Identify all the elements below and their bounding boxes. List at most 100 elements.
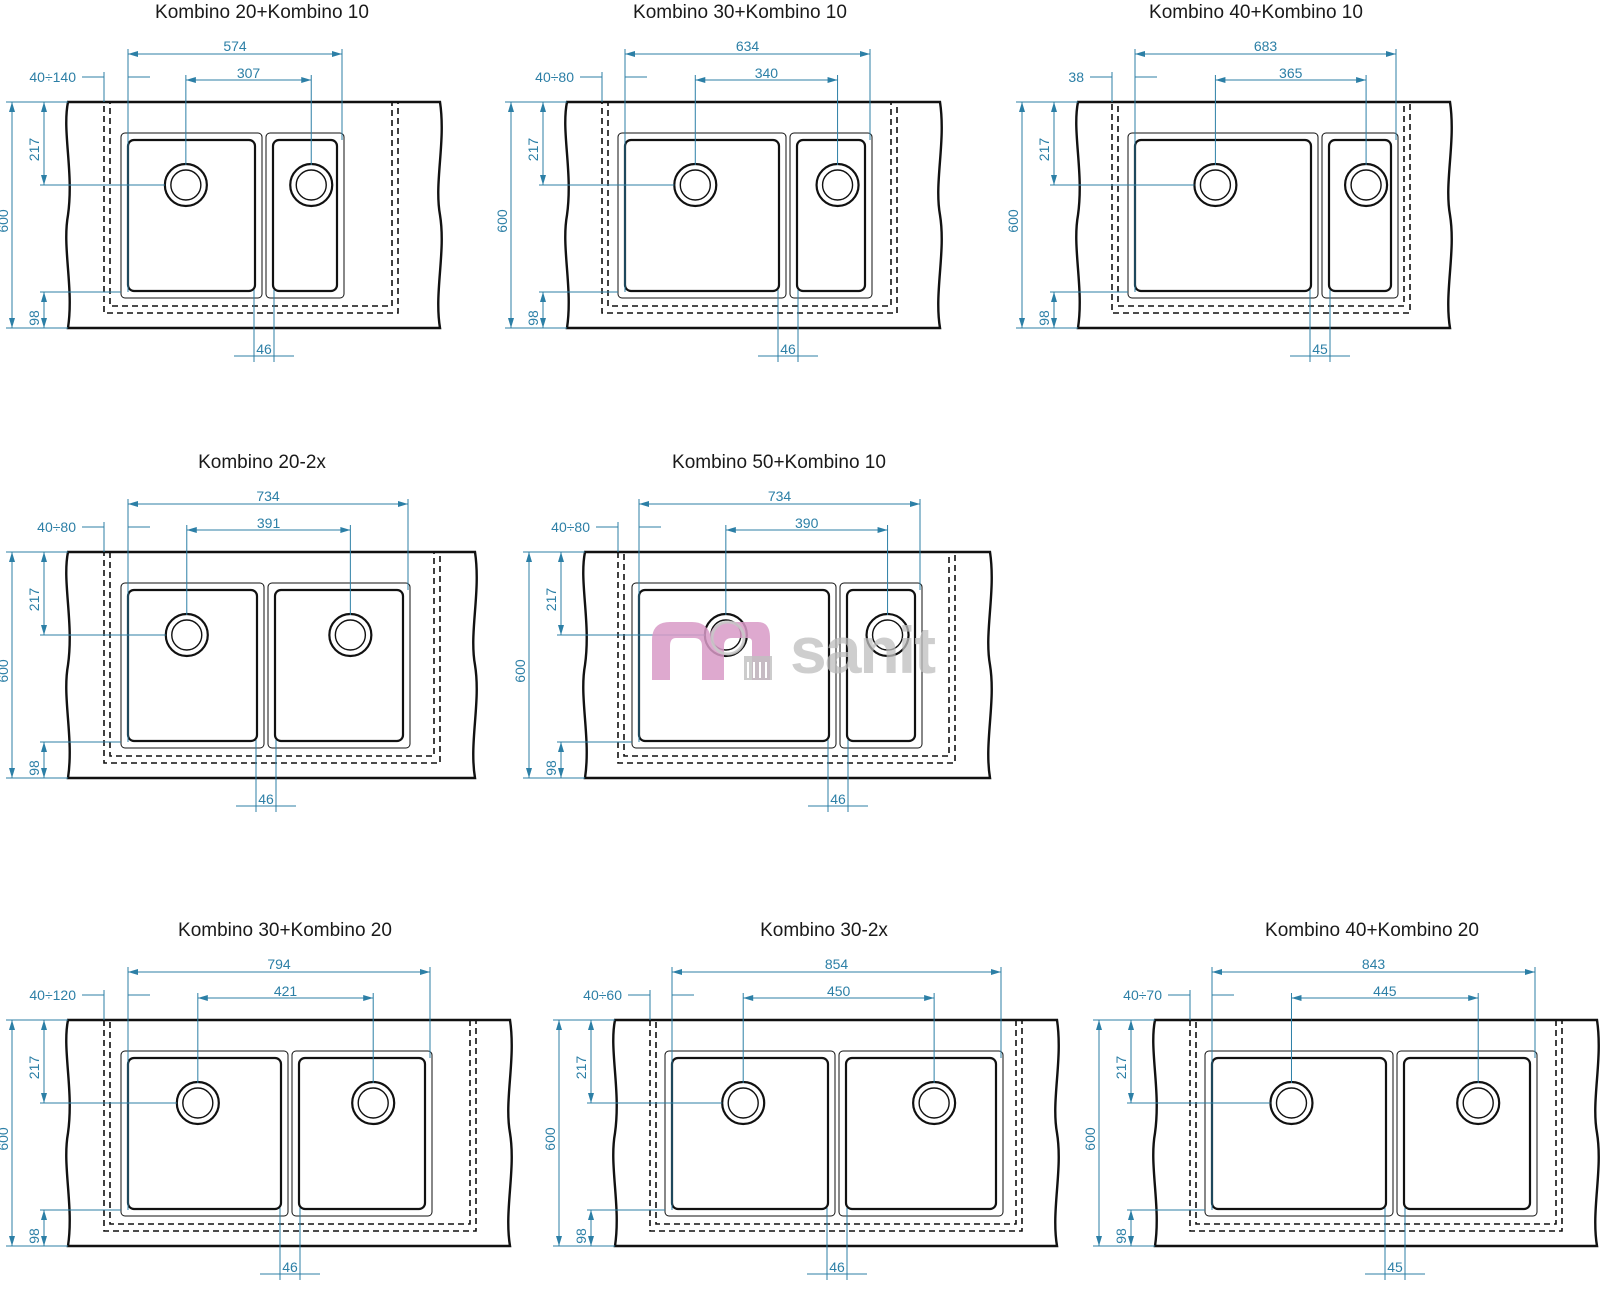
cutout-inner-dashed xyxy=(623,551,950,757)
dim-total-width: 683 xyxy=(1254,38,1278,54)
dim-bowl-gap: 45 xyxy=(1387,1259,1403,1275)
cutout-inner-dashed xyxy=(607,101,892,307)
bowl-1-rim xyxy=(120,132,263,299)
dim-back: 98 xyxy=(1036,310,1052,326)
dim-drain-centers: 307 xyxy=(237,65,261,81)
bowl-2-basin xyxy=(1402,1056,1532,1211)
bowl-2-rim xyxy=(839,582,923,749)
diagram-title: Kombino 20-2x xyxy=(198,452,326,473)
dim-drain-centers: 450 xyxy=(827,983,851,999)
watermark-text: sanit xyxy=(790,613,936,687)
sink-diagram-5: Kombino 50+Kombino 1073439040÷8060021798… xyxy=(512,452,993,812)
bowl-1-rim xyxy=(617,132,787,299)
countertop-outline xyxy=(1075,100,1453,330)
dim-total-width: 854 xyxy=(825,956,849,972)
countertop-outline xyxy=(582,550,993,780)
diagram-title: Kombino 30+Kombino 10 xyxy=(633,2,847,23)
bowl-1-rim xyxy=(664,1050,836,1217)
dim-back: 98 xyxy=(543,760,559,776)
bowl-2-basin xyxy=(273,588,405,743)
dim-back: 98 xyxy=(573,1228,589,1244)
dim-front-to-drain: 217 xyxy=(26,588,42,612)
dim-edge-offset: 40÷140 xyxy=(29,69,76,85)
dim-edge-offset: 40÷60 xyxy=(583,987,622,1003)
cutout-inner-dashed xyxy=(1117,101,1405,307)
diagram-title: Kombino 30-2x xyxy=(760,920,888,941)
dim-front-to-drain: 217 xyxy=(1036,138,1052,162)
diagram-title: Kombino 40+Kombino 10 xyxy=(1149,2,1363,23)
dim-edge-offset: 40÷80 xyxy=(535,69,574,85)
bowl-2-rim xyxy=(291,1050,433,1217)
bowl-2-basin xyxy=(271,138,339,293)
dim-total-width: 634 xyxy=(736,38,760,54)
sink-diagram-7: Kombino 30-2x 854 450 40÷60 600 217 98 46 xyxy=(542,920,1060,1280)
dim-total-width: 734 xyxy=(256,488,280,504)
dim-back: 98 xyxy=(26,1228,42,1244)
dim-drain-centers: 421 xyxy=(274,983,298,999)
dim-drain-centers: 365 xyxy=(1279,65,1303,81)
dim-depth: 600 xyxy=(512,659,528,683)
cutout-outer-dashed xyxy=(103,101,399,314)
dim-front-to-drain: 217 xyxy=(573,1056,589,1080)
dim-depth: 600 xyxy=(542,1127,558,1151)
dim-edge-offset: 38 xyxy=(1068,69,1084,85)
bowl-2-rim xyxy=(1321,132,1399,299)
dim-drain-centers: 390 xyxy=(795,515,819,531)
dim-depth: 600 xyxy=(1082,1127,1098,1151)
dim-back: 98 xyxy=(26,310,42,326)
bowl-2-basin xyxy=(795,138,867,293)
dim-drain-centers: 391 xyxy=(257,515,281,531)
dim-front-to-drain: 217 xyxy=(26,138,42,162)
cutout-outer-dashed xyxy=(1111,101,1411,314)
countertop-outline xyxy=(1152,1018,1600,1248)
dim-depth: 600 xyxy=(0,659,11,683)
dim-bowl-gap: 46 xyxy=(256,341,272,357)
dim-bowl-gap: 46 xyxy=(830,791,846,807)
dim-front-to-drain: 217 xyxy=(26,1056,42,1080)
countertop-outline xyxy=(612,1018,1060,1248)
sink-diagram-4: Kombino 20-2x 734 391 40÷80 600 217 98 46 xyxy=(0,452,478,812)
bowl-1-rim xyxy=(631,582,837,749)
dim-front-to-drain: 217 xyxy=(525,138,541,162)
cutout-outer-dashed xyxy=(601,101,898,314)
bowl-2-basin xyxy=(1327,138,1393,293)
cutout-inner-dashed xyxy=(109,1019,471,1225)
dim-front-to-drain: 217 xyxy=(1113,1056,1129,1080)
dim-depth: 600 xyxy=(494,209,510,233)
dim-bowl-gap: 45 xyxy=(1312,341,1328,357)
diagram-title: Kombino 50+Kombino 10 xyxy=(672,452,886,473)
bowl-2-basin xyxy=(844,1056,998,1211)
diagram-title: Kombino 30+Kombino 20 xyxy=(178,920,392,941)
bowl-2-rim xyxy=(265,132,345,299)
bowl-2-rim xyxy=(1396,1050,1538,1217)
dim-bowl-gap: 46 xyxy=(829,1259,845,1275)
dim-total-width: 734 xyxy=(768,488,792,504)
dim-bowl-gap: 46 xyxy=(780,341,796,357)
bowl-1-rim xyxy=(120,1050,289,1217)
watermark-logo: sanit xyxy=(640,610,950,690)
dim-bowl-gap: 46 xyxy=(282,1259,298,1275)
dim-edge-offset: 40÷120 xyxy=(29,987,76,1003)
watermark-m-icon xyxy=(652,620,772,680)
sink-diagram-6: Kombino 30+Kombino 2079442140÷1206002179… xyxy=(0,920,513,1280)
dim-depth: 600 xyxy=(0,209,11,233)
dim-total-width: 843 xyxy=(1362,956,1386,972)
diagram-title: Kombino 40+Kombino 20 xyxy=(1265,920,1479,941)
cutout-outer-dashed xyxy=(103,551,441,764)
dim-bowl-gap: 46 xyxy=(258,791,274,807)
countertop-outline xyxy=(65,1018,513,1248)
dim-depth: 600 xyxy=(0,1127,11,1151)
cutout-inner-dashed xyxy=(109,101,393,307)
dim-edge-offset: 40÷80 xyxy=(551,519,590,535)
bowl-2-basin xyxy=(297,1056,427,1211)
dim-drain-centers: 340 xyxy=(755,65,779,81)
bowl-2-rim xyxy=(789,132,873,299)
dim-edge-offset: 40÷80 xyxy=(37,519,76,535)
sink-diagram-1: Kombino 20+Kombino 1057430740÷1406002179… xyxy=(0,2,443,362)
cutout-inner-dashed xyxy=(1195,1019,1557,1225)
bowl-2-rim xyxy=(267,582,411,749)
dim-back: 98 xyxy=(26,760,42,776)
cutout-outer-dashed xyxy=(617,551,956,764)
bowl-1-rim xyxy=(1127,132,1319,299)
